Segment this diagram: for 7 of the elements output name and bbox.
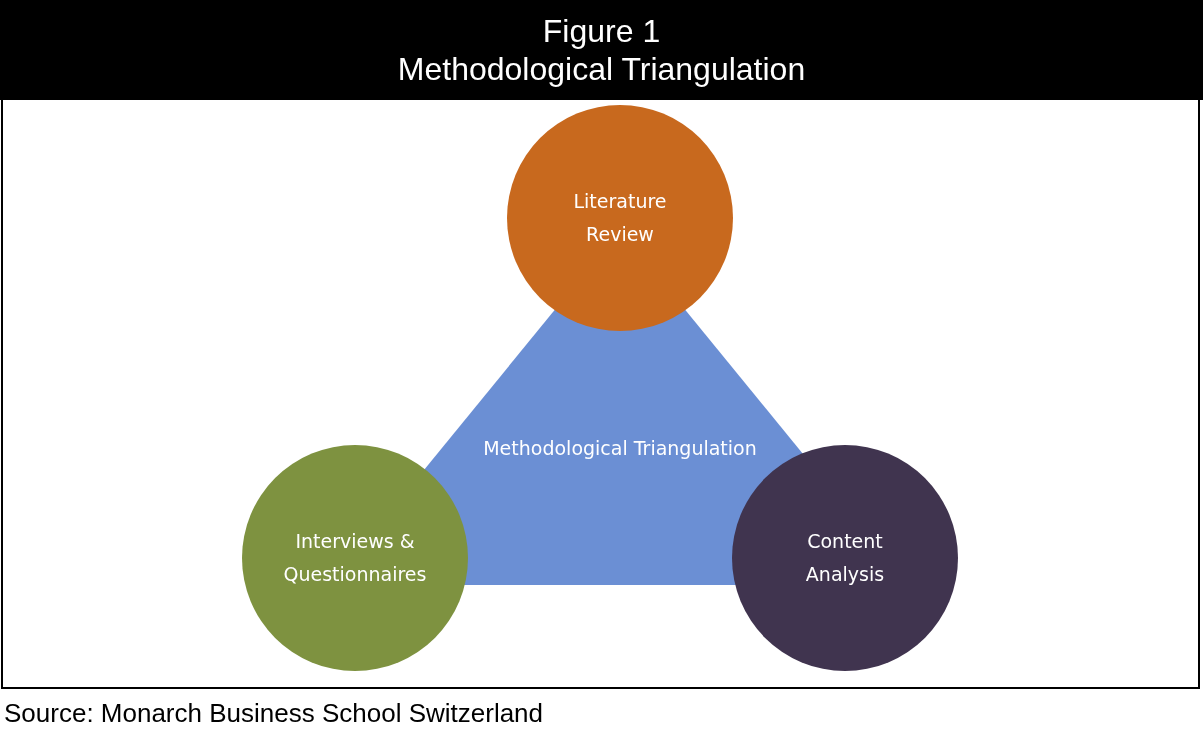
node-label: Methodological Triangulation: [482, 436, 758, 461]
figure-number: Figure 1: [542, 12, 661, 50]
node-label: Literature Review: [572, 189, 668, 247]
title: Methodological Triangulation: [397, 50, 806, 88]
caption: Source: Monarch Business School Switzerland: [4, 698, 544, 729]
node-label: Content Analysis: [804, 529, 886, 587]
node-label: Interviews & Questionnaires: [282, 529, 428, 587]
